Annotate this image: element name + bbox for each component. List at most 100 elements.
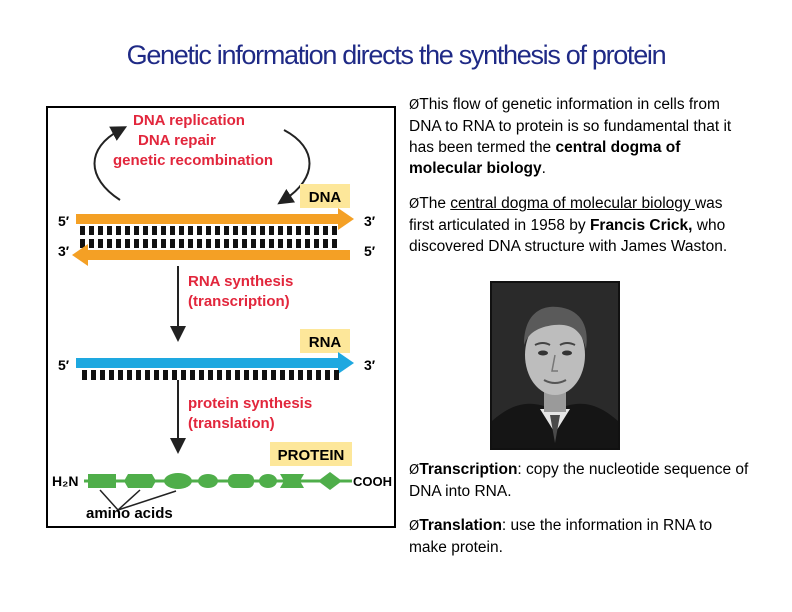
bullet-central-dogma: ØThis flow of genetic information in cel… [409, 96, 732, 177]
dna-bottom-5prime: 5′ [364, 243, 376, 259]
base-tick [305, 226, 310, 235]
base-tick [206, 239, 211, 248]
base-tick [125, 226, 130, 235]
base-tick [179, 239, 184, 248]
bullet-arrow-icon: Ø [409, 98, 420, 113]
base-tick [107, 239, 112, 248]
base-tick [280, 370, 285, 380]
base-tick [188, 239, 193, 248]
base-tick [271, 370, 276, 380]
base-tick [215, 226, 220, 235]
base-tick [260, 226, 265, 235]
dna-label: DNA [309, 189, 342, 206]
base-tick [197, 226, 202, 235]
dna-top-3prime: 3′ [364, 213, 376, 229]
base-tick [154, 370, 159, 380]
base-tick [316, 370, 321, 380]
base-tick [109, 370, 114, 380]
base-tick [305, 239, 310, 248]
dna-strand-bottom [88, 250, 350, 260]
base-tick [116, 239, 121, 248]
dna-bottom-3prime: 3′ [58, 243, 70, 259]
base-tick [233, 239, 238, 248]
base-tick [260, 239, 265, 248]
bullet-arrow-icon: Ø [409, 463, 420, 478]
base-tick [208, 370, 213, 380]
dna-top-5prime: 5′ [58, 213, 70, 229]
base-tick [332, 226, 337, 235]
base-tick [161, 226, 166, 235]
bullet-transcription: ØTranscription: copy the nucleotide sequ… [409, 461, 749, 500]
label-rna-synthesis: RNA synthesis [188, 273, 293, 290]
base-tick [118, 370, 123, 380]
base-tick [296, 239, 301, 248]
base-tick [136, 370, 141, 380]
base-tick [170, 239, 175, 248]
base-tick [91, 370, 96, 380]
base-tick [244, 370, 249, 380]
base-tick [197, 239, 202, 248]
base-tick [269, 239, 274, 248]
label-protein-synthesis: protein synthesis [188, 395, 312, 412]
base-tick [170, 226, 175, 235]
c-terminus: COOH [353, 474, 392, 489]
label-transcription: (transcription) [188, 293, 290, 310]
base-tick [107, 226, 112, 235]
base-tick [323, 226, 328, 235]
amino-acid-residues [88, 472, 342, 490]
base-tick [152, 239, 157, 248]
base-tick [251, 226, 256, 235]
base-tick [80, 239, 85, 248]
base-tick [253, 370, 258, 380]
bullet-arrow-icon: Ø [409, 519, 420, 534]
base-tick [89, 226, 94, 235]
base-tick [287, 239, 292, 248]
base-tick [226, 370, 231, 380]
protein-box [270, 442, 352, 466]
label-genetic-recombination: genetic recombination [113, 152, 273, 169]
base-tick [190, 370, 195, 380]
base-tick [116, 226, 121, 235]
dna-strand-top [76, 214, 338, 224]
base-tick [152, 226, 157, 235]
base-tick [242, 239, 247, 248]
base-tick [242, 226, 247, 235]
base-tick [233, 226, 238, 235]
base-tick [143, 239, 148, 248]
base-tick [314, 226, 319, 235]
base-tick [278, 226, 283, 235]
slide-title: Genetic information directs the synthesi… [126, 40, 667, 70]
rna-label: RNA [309, 334, 342, 351]
bullet-arrow-icon: Ø [409, 197, 420, 212]
central-dogma-link[interactable]: central dogma of molecular biology [450, 195, 695, 212]
base-tick [224, 226, 229, 235]
base-tick [163, 370, 168, 380]
base-tick [287, 226, 292, 235]
rna-box [300, 329, 350, 353]
dna-box [300, 184, 350, 208]
base-tick [179, 226, 184, 235]
base-tick [215, 239, 220, 248]
base-tick [172, 370, 177, 380]
base-tick [235, 370, 240, 380]
bullet-crick: ØThe central dogma of molecular biology … [409, 195, 728, 255]
rna-bases [82, 370, 339, 380]
base-tick [188, 226, 193, 235]
replication-arrow-right [277, 129, 311, 205]
base-tick [262, 370, 267, 380]
base-tick [199, 370, 204, 380]
base-tick [98, 239, 103, 248]
base-tick [134, 239, 139, 248]
base-tick [181, 370, 186, 380]
label-amino-acids: amino acids [86, 505, 173, 522]
central-dogma-diagram: DNA replication DNA repair genetic recom… [52, 112, 392, 522]
base-tick [82, 370, 87, 380]
base-tick [125, 239, 130, 248]
francis-crick-photo [490, 281, 620, 450]
rna-5prime: 5′ [58, 357, 70, 373]
bullet-translation: ØTranslation: use the information in RNA… [409, 517, 713, 556]
base-tick [334, 370, 339, 380]
protein-label: PROTEIN [278, 447, 345, 464]
rna-strand [76, 358, 338, 368]
base-tick [98, 226, 103, 235]
